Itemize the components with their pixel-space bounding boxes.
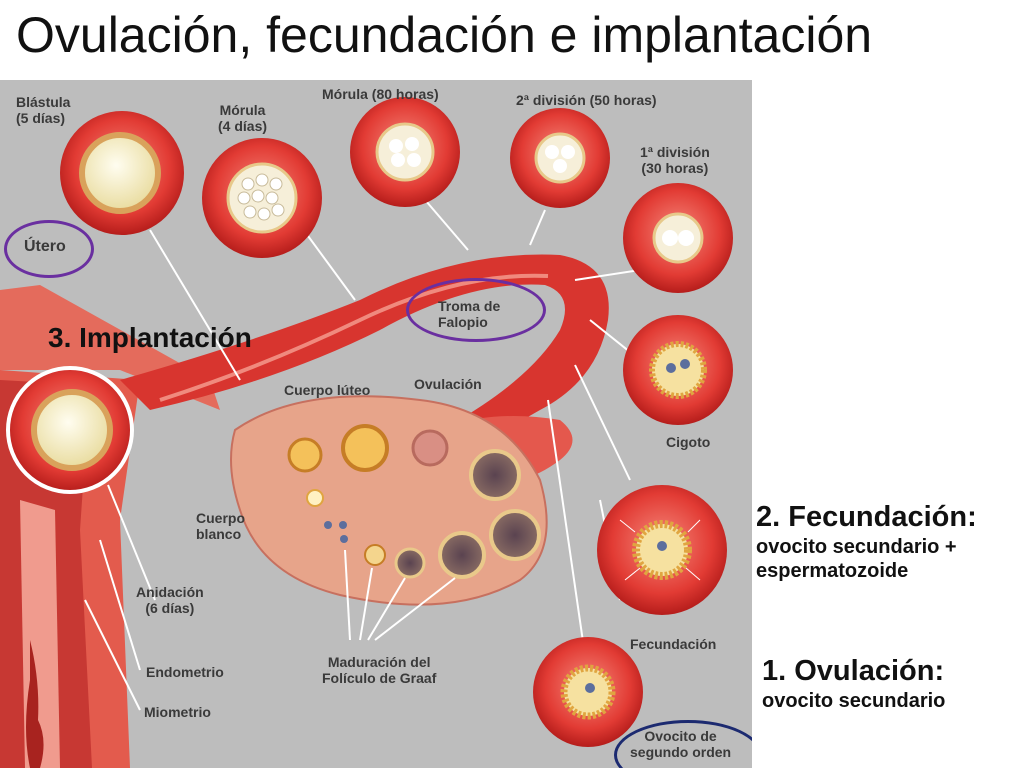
division-1-circle (623, 183, 733, 293)
label-maduracion: Maduración del Folículo de Graaf (322, 654, 437, 687)
callout-ovulacion-head: 1. Ovulación: (762, 655, 945, 687)
fertilization-circle (597, 485, 727, 615)
label-cigoto: Cigoto (666, 434, 711, 450)
label-endometrio: Endometrio (146, 664, 224, 680)
callout-fecundacion: 2. Fecundación: ovocito secundario + esp… (756, 500, 977, 583)
callout-fecundacion-head: 2. Fecundación: (756, 501, 977, 533)
slide-title: Ovulación, fecundación e implantación (16, 7, 873, 63)
secondary-oocyte-circle (533, 637, 643, 747)
diagram-artwork (0, 97, 733, 768)
label-division-2: 2ª división (50 horas) (516, 92, 657, 108)
reproductive-diagram: Blástula (5 días) Mórula (4 días) Mórula… (0, 80, 752, 768)
implantation-circle (6, 366, 134, 494)
label-blastula: Blástula (5 días) (16, 94, 71, 127)
callout-ovulacion-sub: ovocito secundario (762, 689, 946, 712)
label-anidacion: Anidación (6 días) (136, 584, 204, 617)
label-cuerpo-luteo: Cuerpo lúteo (284, 382, 371, 398)
callout-fecundacion-sub-1: ovocito secundario + (756, 535, 957, 558)
label-miometrio: Miometrio (144, 704, 211, 720)
ovary (230, 395, 548, 606)
label-division-1: 1ª división (30 horas) (640, 144, 710, 177)
label-cuerpo-blanco: Cuerpo blanco (196, 510, 245, 543)
blastula-circle (60, 111, 184, 235)
division-2-circle (510, 108, 610, 208)
label-morula-4: Mórula (4 días) (218, 102, 268, 135)
label-morula-80: Mórula (80 horas) (322, 86, 439, 102)
uterus (0, 285, 220, 768)
label-fecundacion: Fecundación (630, 636, 717, 652)
callout-implantacion: 3. Implantación (48, 322, 252, 353)
callout-fecundacion-sub-2: espermatozoide (756, 559, 909, 582)
label-ovulacion: Ovulación (414, 376, 482, 392)
highlight-utero (4, 220, 94, 278)
highlight-trompa (406, 278, 546, 342)
zygote-circle (623, 315, 733, 425)
morula-80-circle (350, 97, 460, 207)
morula-4-circle (202, 138, 322, 258)
callout-ovulacion: 1. Ovulación: ovocito secundario (762, 654, 945, 713)
